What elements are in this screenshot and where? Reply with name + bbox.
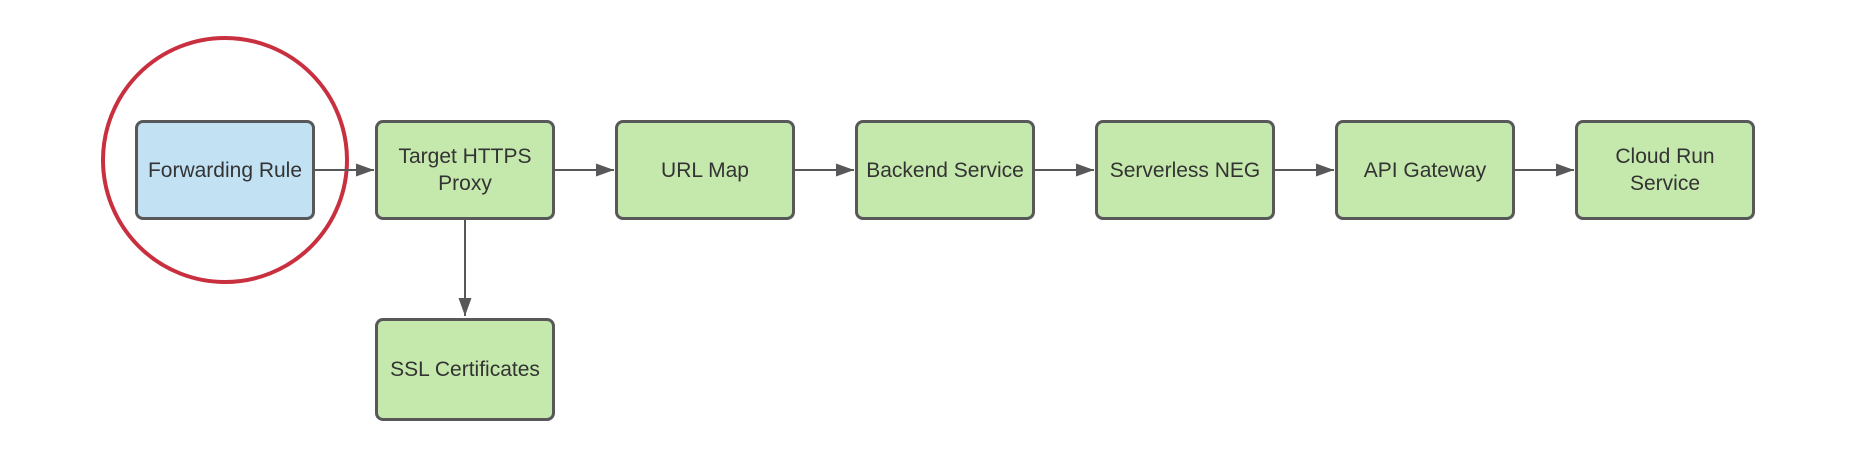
node-target-https-proxy: Target HTTPS Proxy bbox=[375, 120, 555, 220]
node-url-map-label: URL Map bbox=[661, 158, 749, 182]
node-api-gateway: API Gateway bbox=[1335, 120, 1515, 220]
node-url-map: URL Map bbox=[615, 120, 795, 220]
node-forwarding-rule-label: Forwarding Rule bbox=[147, 158, 303, 182]
node-serverless-neg: Serverless NEG bbox=[1095, 120, 1275, 220]
node-cloud-run-service-label: Cloud Run Service bbox=[1615, 145, 1715, 195]
node-backend-service: Backend Service bbox=[855, 120, 1035, 220]
node-ssl-certificates: SSL Certificates bbox=[375, 318, 555, 421]
node-ssl-certificates-label: SSL Certificates bbox=[390, 358, 540, 381]
node-serverless-neg-label: Serverless NEG bbox=[1109, 158, 1261, 182]
node-cloud-run-service: Cloud Run Service bbox=[1575, 120, 1755, 220]
node-forwarding-rule: Forwarding Rule bbox=[135, 120, 315, 220]
node-target-https-proxy-label: Target HTTPS Proxy bbox=[398, 145, 532, 195]
node-backend-service-label: Backend Service bbox=[866, 158, 1024, 182]
node-api-gateway-label: API Gateway bbox=[1363, 158, 1487, 182]
